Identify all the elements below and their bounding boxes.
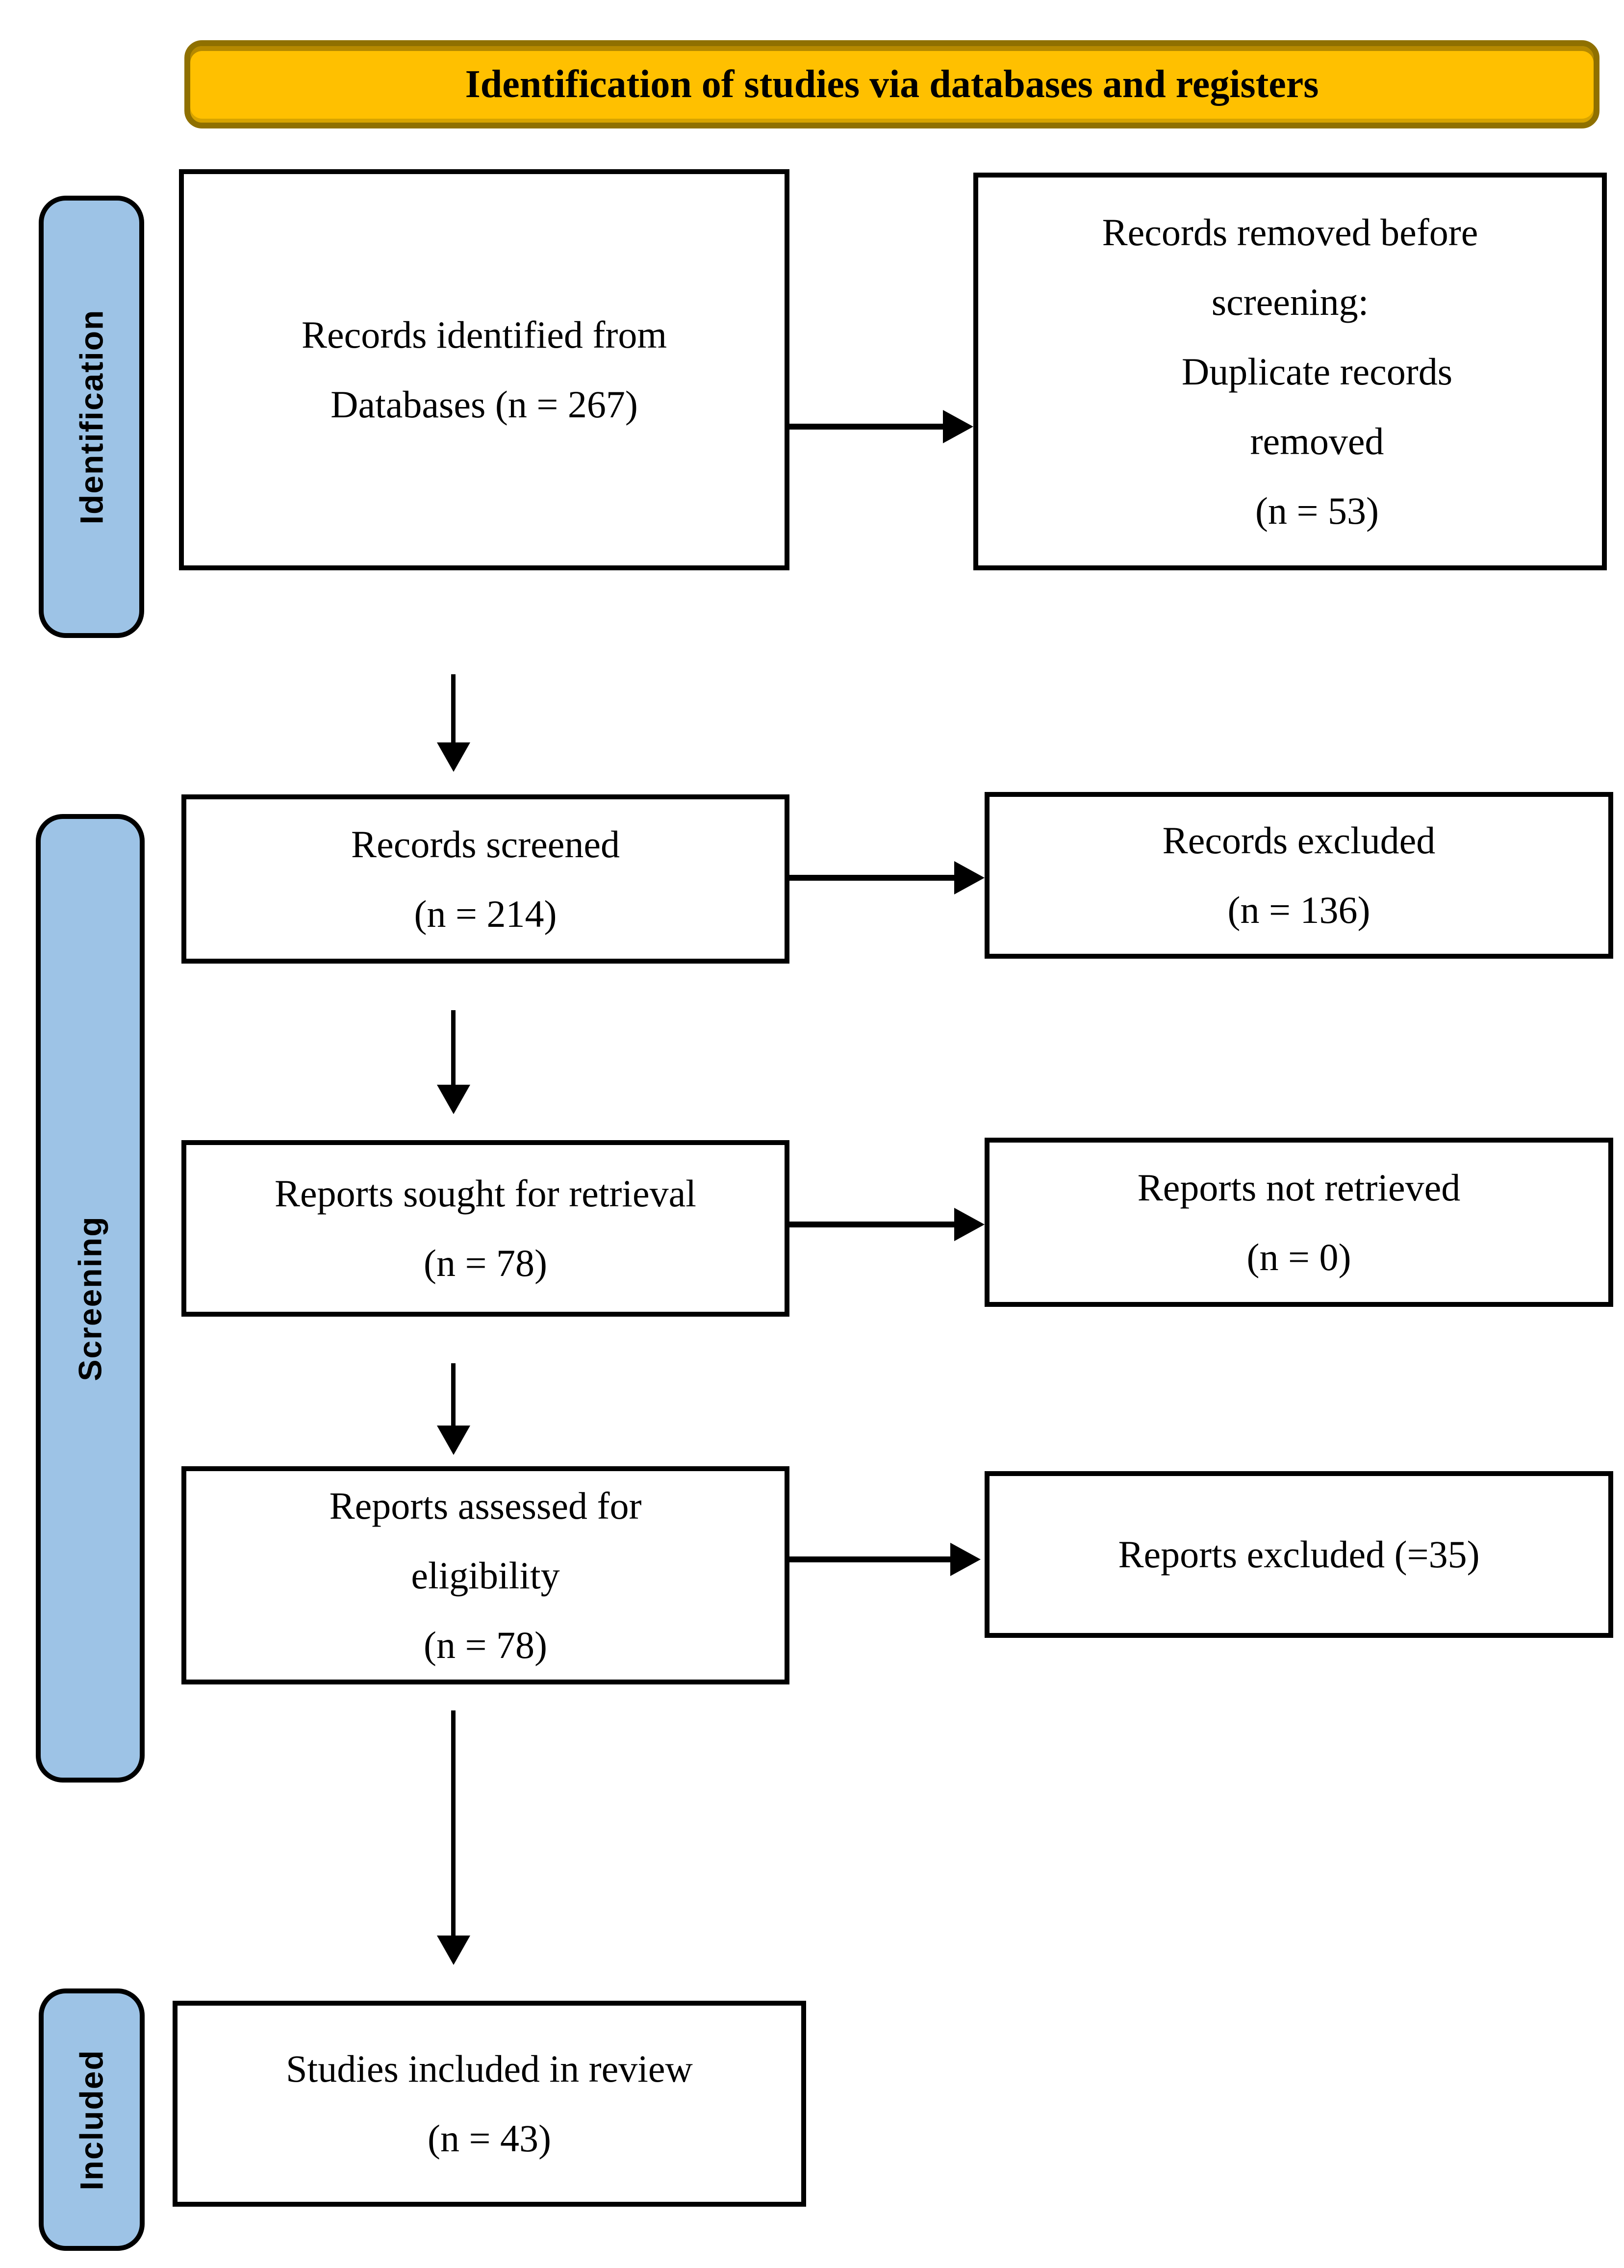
stage-included-label: Included [74,2049,110,2191]
arrow-stem [789,875,956,881]
stage-identification-label: Identification [73,309,110,525]
box-records-removed-line: Records removed before [1102,210,1478,254]
box-reports-not-retrieved-line: (n = 0) [1246,1235,1351,1278]
box-records-excluded-line: (n = 136) [1227,889,1370,931]
box-studies-included-line: Studies included in review [286,2047,693,2090]
arrow-head-icon [943,410,973,443]
box-studies-included-line: (n = 43) [428,2117,551,2160]
stage-identification: Identification [39,196,144,638]
arrow-stem [789,1556,952,1562]
stage-screening: Screening [36,814,145,1783]
box-records-identified: Records identified from Databases (n = 2… [179,169,789,570]
box-records-excluded-line: Records excluded [1162,819,1436,862]
arrow-head-icon [437,1936,470,1965]
box-reports-not-retrieved: Reports not retrieved (n = 0) [985,1138,1613,1307]
diagram-title: Identification of studies via databases … [465,62,1319,106]
stage-included: Included [39,1988,145,2251]
box-reports-not-retrieved-line: Reports not retrieved [1137,1166,1461,1209]
box-reports-sought-line: Reports sought for retrieval [275,1172,696,1215]
box-records-removed: Records removed before screening: Duplic… [973,173,1607,570]
box-reports-sought: Reports sought for retrieval (n = 78) [181,1140,789,1317]
arrow-stem [451,1363,456,1427]
arrow-head-icon [954,861,985,894]
box-reports-assessed-line: eligibility [411,1554,560,1597]
title-banner: Identification of studies via databases … [184,40,1599,128]
arrow-stem [789,1222,956,1227]
box-records-removed-line: Duplicate records [1181,350,1453,393]
box-records-removed-line: removed [1250,419,1384,462]
box-reports-assessed-line: Reports assessed for [329,1484,642,1527]
box-reports-excluded-line: Reports excluded (=35) [1118,1533,1480,1576]
box-records-excluded: Records excluded (n = 136) [985,792,1613,959]
box-reports-excluded: Reports excluded (=35) [985,1471,1613,1638]
arrow-stem [789,424,946,430]
box-records-removed-line: (n = 53) [1255,489,1379,532]
box-records-identified-line: Databases (n = 267) [330,383,638,426]
arrow-stem [451,1710,456,1937]
arrow-head-icon [437,742,470,772]
box-records-screened-line: Records screened [351,822,620,866]
box-records-removed-line: screening: [1211,280,1369,323]
box-records-screened: Records screened (n = 214) [181,794,789,964]
arrow-stem [451,674,456,744]
arrow-head-icon [437,1085,470,1114]
box-records-identified-line: Records identified from [301,313,667,356]
arrow-stem [451,1010,456,1086]
arrow-head-icon [950,1543,981,1576]
box-reports-sought-line: (n = 78) [424,1242,547,1284]
arrow-head-icon [954,1208,985,1241]
box-reports-assessed-line: (n = 78) [424,1623,547,1666]
box-reports-assessed: Reports assessed for eligibility (n = 78… [181,1466,789,1684]
stage-screening-label: Screening [72,1215,109,1381]
arrow-head-icon [437,1426,470,1455]
box-studies-included: Studies included in review (n = 43) [173,2001,806,2207]
box-records-screened-line: (n = 214) [414,892,557,935]
